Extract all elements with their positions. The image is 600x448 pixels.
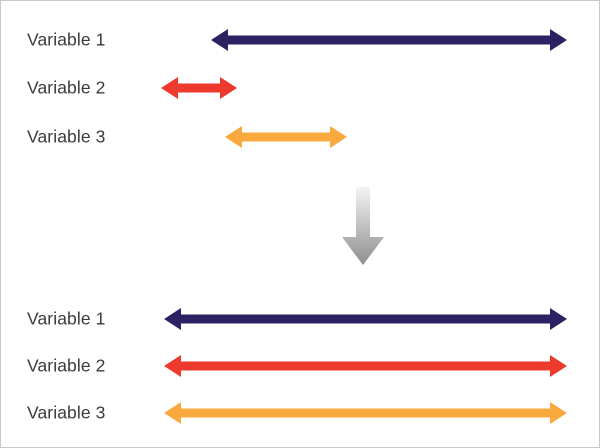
- arrow-shape: [164, 308, 567, 330]
- variable-label: Variable 1: [27, 308, 106, 329]
- double-arrow-red-before: [161, 77, 237, 99]
- arrow-shape: [164, 402, 567, 424]
- variable-label: Variable 2: [27, 77, 106, 98]
- double-arrow-red-after: [164, 355, 567, 377]
- arrow-shape: [225, 126, 347, 148]
- arrow-shape: [211, 29, 567, 51]
- double-arrow-navy-before: [211, 29, 567, 51]
- variable-label: Variable 1: [27, 29, 106, 50]
- variable-label: Variable 2: [27, 355, 106, 376]
- double-arrow-orange-after: [164, 402, 567, 424]
- double-arrow-navy-after: [164, 308, 567, 330]
- down-arrow-shape: [342, 187, 384, 265]
- arrow-shape: [161, 77, 237, 99]
- variable-label: Variable 3: [27, 126, 106, 147]
- variable-label: Variable 3: [27, 402, 106, 423]
- arrow-shape: [164, 355, 567, 377]
- double-arrow-orange-before: [225, 126, 347, 148]
- down-arrow-icon: [342, 187, 384, 265]
